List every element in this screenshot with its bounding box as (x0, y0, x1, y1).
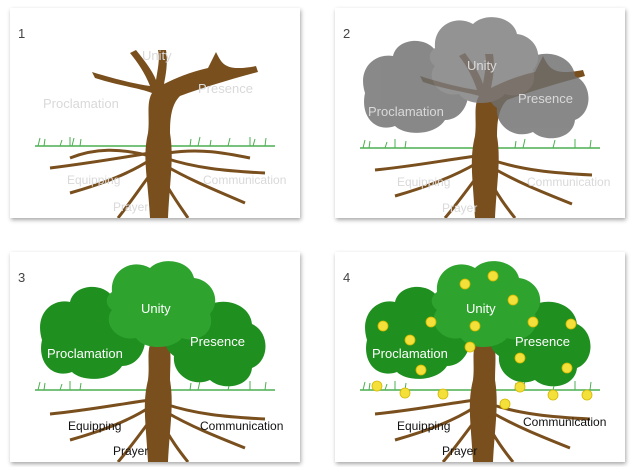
panel-2: 2 Unity Presence Proclamation Equipping … (335, 8, 625, 218)
fruit (377, 320, 389, 332)
label-prayer: Prayer (442, 201, 477, 215)
fruit (371, 380, 383, 392)
label-prayer: Prayer (113, 444, 148, 458)
tree (374, 340, 591, 462)
tree-diagram: Unity Presence Proclamation Equipping Co… (35, 48, 286, 218)
label-proclamation: Proclamation (43, 96, 119, 111)
fruit (415, 364, 427, 376)
label-presence: Presence (198, 81, 253, 96)
fruit (437, 388, 449, 400)
fruit (469, 320, 481, 332)
tree-diagram: Unity Presence Proclamation Equipping Co… (35, 261, 283, 462)
fruit (404, 334, 416, 346)
label-communication: Communication (527, 175, 610, 189)
panel-number: 1 (18, 26, 26, 41)
fruits (371, 270, 593, 410)
panel-number: 3 (18, 270, 26, 285)
tree-diagram: Unity Presence Proclamation Equipping Co… (360, 261, 606, 462)
fruit (425, 316, 437, 328)
canopy-gray (363, 17, 589, 139)
fruit (514, 352, 526, 364)
canopy-green (40, 261, 266, 387)
panel-1: 1 Unity Presence Proclamation Equipping … (10, 8, 300, 218)
label-unity: Unity (467, 58, 497, 73)
panel-3: 3 Unity Presence Proclamation Equipping … (10, 252, 300, 462)
fruit (547, 389, 559, 401)
fruit (527, 316, 539, 328)
fruit (514, 381, 526, 393)
tree (49, 340, 266, 462)
label-presence: Presence (515, 334, 570, 349)
label-proclamation: Proclamation (368, 104, 444, 119)
label-presence: Presence (190, 334, 245, 349)
label-communication: Communication (200, 419, 283, 433)
label-proclamation: Proclamation (372, 346, 448, 361)
panel-4: 4 (335, 252, 625, 462)
label-equipping: Equipping (67, 173, 120, 187)
panel-number: 4 (343, 270, 351, 285)
fruit (507, 294, 519, 306)
label-equipping: Equipping (397, 175, 450, 189)
label-equipping: Equipping (397, 419, 450, 433)
label-communication: Communication (523, 415, 606, 429)
tree (49, 50, 266, 218)
label-prayer: Prayer (113, 200, 148, 214)
panel-number: 2 (343, 26, 351, 41)
fruit (561, 362, 573, 374)
label-unity: Unity (142, 48, 172, 63)
fruit (499, 398, 511, 410)
fruit (459, 278, 471, 290)
fruit (581, 389, 593, 401)
tree-diagram: Unity Presence Proclamation Equipping Co… (360, 17, 610, 218)
fruit (399, 387, 411, 399)
label-communication: Communication (203, 173, 286, 187)
label-presence: Presence (518, 91, 573, 106)
label-unity: Unity (466, 301, 496, 316)
label-equipping: Equipping (68, 419, 121, 433)
fruit (487, 270, 499, 282)
fruit (565, 318, 577, 330)
label-proclamation: Proclamation (47, 346, 123, 361)
label-unity: Unity (141, 301, 171, 316)
label-prayer: Prayer (442, 444, 477, 458)
fruit (464, 341, 476, 353)
